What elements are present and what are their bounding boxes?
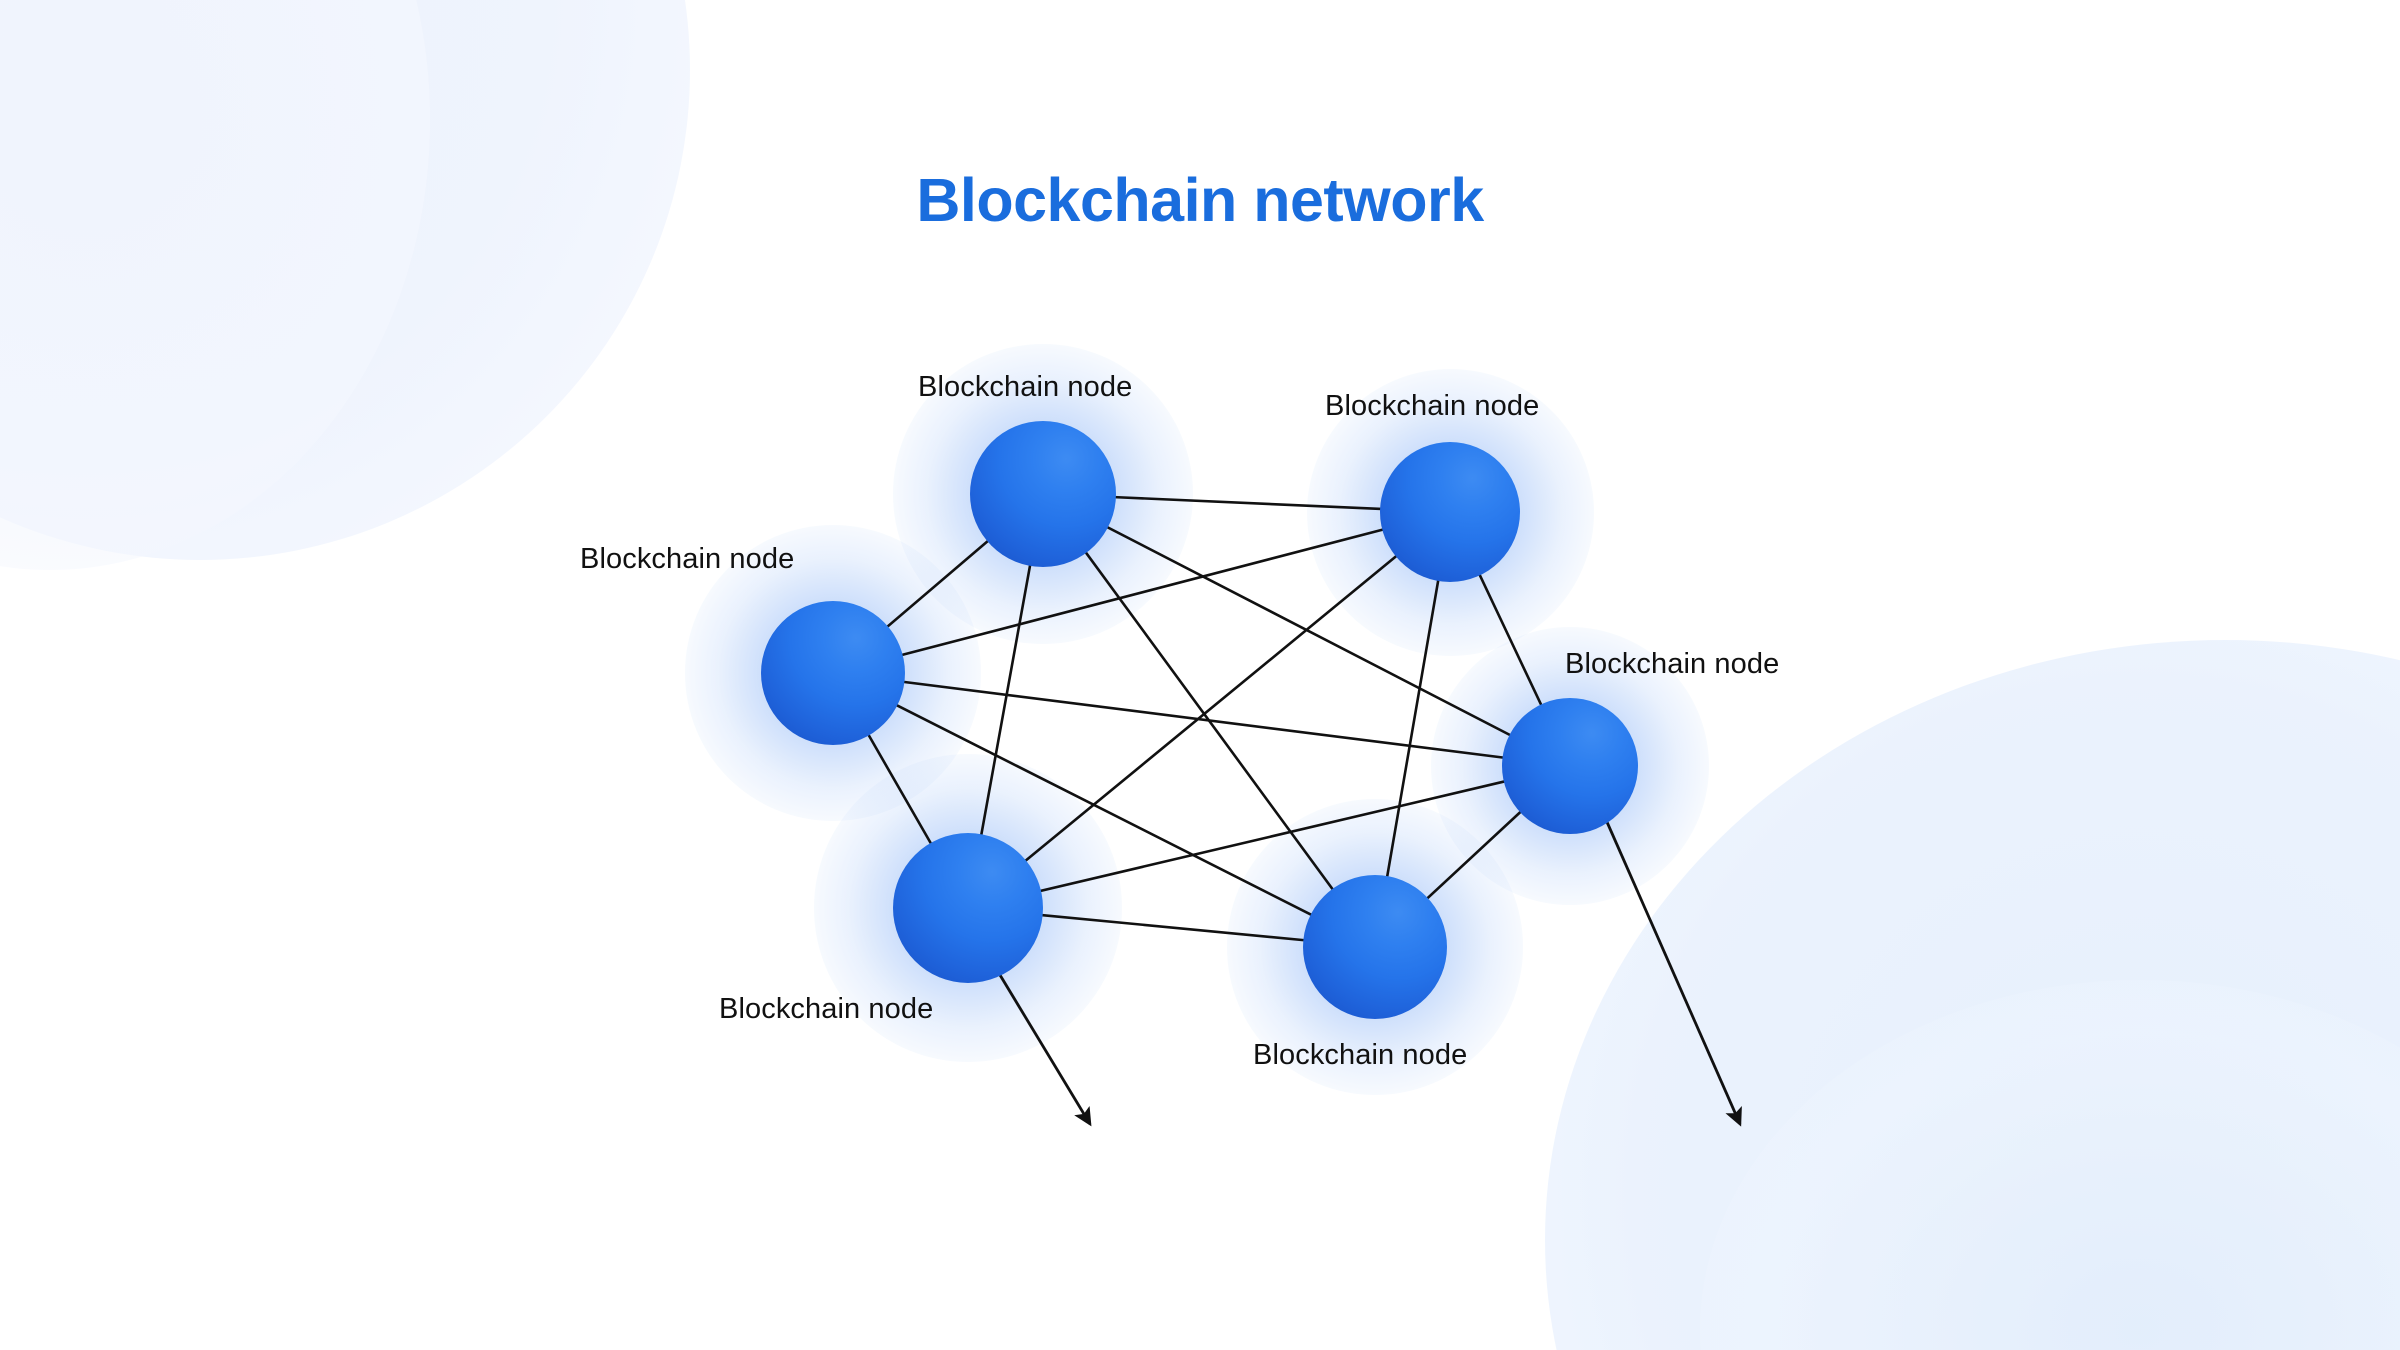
node-bottom-mid-label: Blockchain node <box>1253 1039 1468 1071</box>
network-edge <box>979 560 1032 840</box>
node-top-right[interactable] <box>1380 442 1520 582</box>
network-edge <box>1035 779 1509 894</box>
page-title: Blockchain network <box>916 166 1484 234</box>
network-edge <box>1037 913 1309 942</box>
network-edge <box>1103 524 1515 738</box>
node-left-label: Blockchain node <box>580 543 795 575</box>
network-edge <box>1110 495 1386 511</box>
network-edge <box>1385 575 1441 882</box>
network-edge <box>1476 570 1544 710</box>
node-left[interactable] <box>761 601 905 745</box>
network-edge <box>897 527 1388 658</box>
node-top-label: Blockchain node <box>918 371 1133 403</box>
node-right[interactable] <box>1502 698 1638 834</box>
network-edge <box>883 537 992 631</box>
network-edge <box>892 702 1316 918</box>
node-top[interactable] <box>970 421 1116 567</box>
node-bottom-mid[interactable] <box>1303 875 1447 1019</box>
node-right-label: Blockchain node <box>1565 648 1780 680</box>
network-edge <box>865 730 934 848</box>
network-edge <box>899 680 1508 760</box>
node-bottom-left[interactable] <box>893 833 1043 983</box>
arrow-from-bottom-left-icon <box>998 974 1092 1127</box>
node-top-right-label: Blockchain node <box>1325 390 1540 422</box>
node-bottom-left-label: Blockchain node <box>719 993 934 1025</box>
network-edge <box>1021 552 1401 865</box>
arrow-from-right-icon <box>1605 821 1742 1127</box>
network-edge <box>1423 808 1525 903</box>
